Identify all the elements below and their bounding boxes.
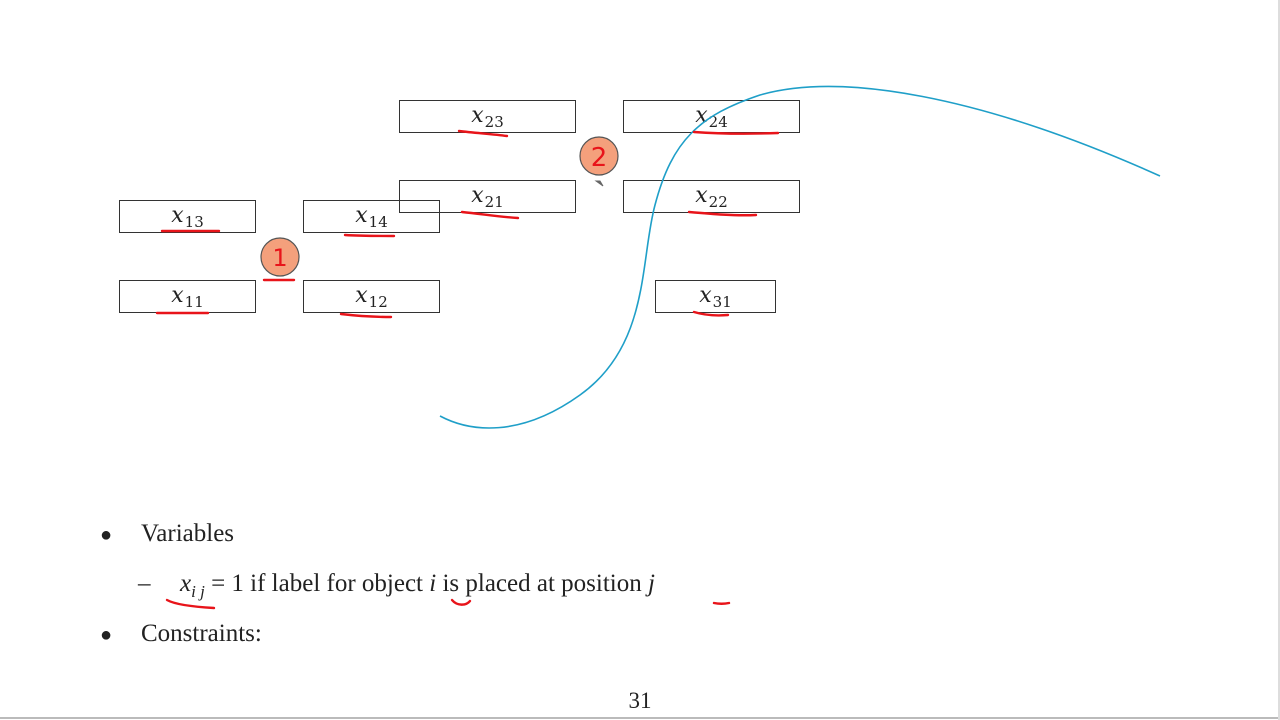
- definition-subscript: i j: [191, 582, 205, 601]
- slide-right-border: [1278, 0, 1280, 720]
- page-number: 31: [628, 688, 652, 713]
- bullet-text: Constraints:: [141, 620, 262, 647]
- label-box-x31: x31: [655, 280, 776, 313]
- box-variable: x: [355, 283, 368, 308]
- definition-variable: x: [180, 570, 192, 597]
- bullet-text: Variables: [141, 520, 235, 547]
- label-box-x11: x11: [119, 280, 256, 313]
- box-subscript: 21: [484, 193, 504, 211]
- box-subscript: 13: [184, 213, 204, 231]
- box-variable: x: [471, 103, 484, 128]
- label-box-x13: x13: [119, 200, 256, 233]
- label-box-x14: x14: [303, 200, 440, 233]
- sub-bullet-dash: –: [138, 570, 151, 597]
- box-variable: x: [355, 203, 368, 228]
- definition-object-index: i: [429, 570, 437, 597]
- slide-bottom-border: [0, 717, 1280, 719]
- box-variable: x: [695, 183, 708, 208]
- box-subscript: 12: [368, 293, 388, 311]
- box-variable: x: [171, 283, 184, 308]
- box-subscript: 31: [712, 293, 732, 311]
- box-subscript: 24: [708, 113, 728, 131]
- definition-part-1: = 1 if label for object: [204, 570, 430, 597]
- label-box-x24: x24: [623, 100, 800, 133]
- bullet-dot-icon: ●: [100, 524, 113, 546]
- box-subscript: 22: [708, 193, 728, 211]
- box-subscript: 11: [184, 293, 204, 311]
- label-box-x23: x23: [399, 100, 576, 133]
- definition-position-index: j: [648, 570, 655, 597]
- box-variable: x: [695, 103, 708, 128]
- box-variable: x: [699, 283, 712, 308]
- bullet-dot-icon: ●: [100, 624, 113, 646]
- definition-text: xi j = 1 if label for object i is placed…: [180, 570, 655, 601]
- label-box-x12: x12: [303, 280, 440, 313]
- definition-part-2: is placed at position: [436, 570, 648, 597]
- label-box-x22: x22: [623, 180, 800, 213]
- box-variable: x: [471, 183, 484, 208]
- box-subscript: 23: [484, 113, 504, 131]
- box-subscript: 14: [368, 213, 388, 231]
- box-variable: x: [171, 203, 184, 228]
